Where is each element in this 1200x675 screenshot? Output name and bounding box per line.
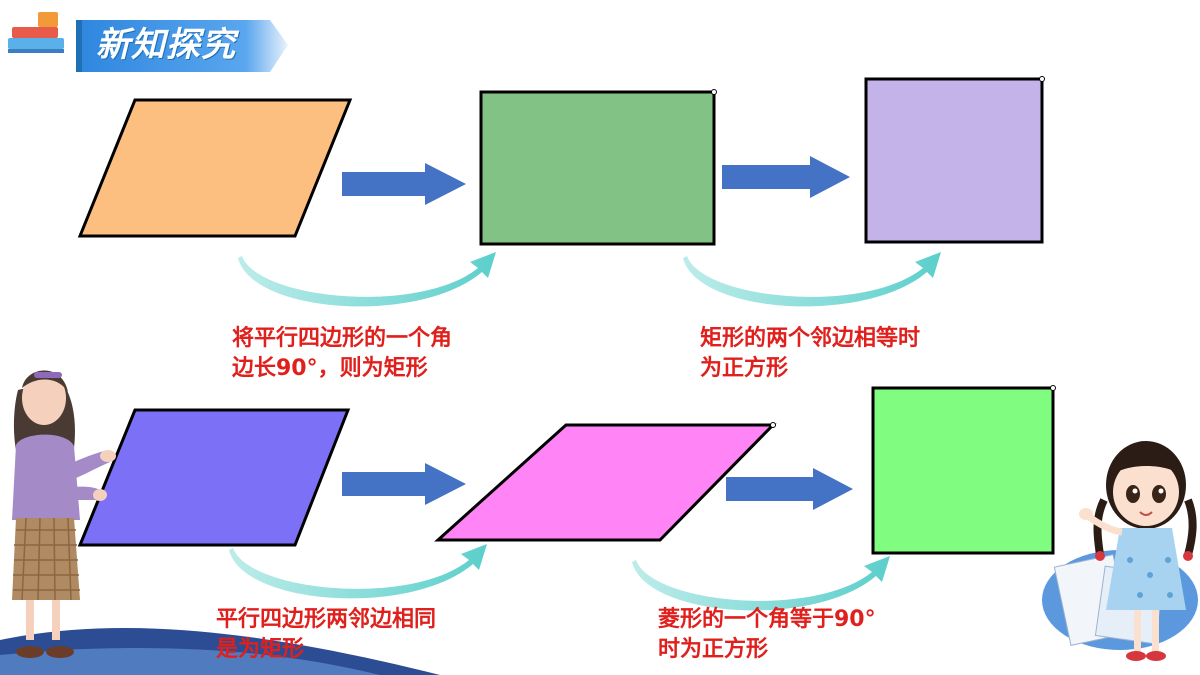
square-top [864, 77, 1044, 244]
caption-parallelogram-to-rhombus: 平行四边形两邻边相同 是为矩形 [216, 605, 436, 665]
caption-parallelogram-to-rectangle: 将平行四边形的一个角 边长90°，则为矩形 [232, 324, 452, 384]
curved-arrow-icon [229, 544, 487, 599]
arrow-right-icon [726, 468, 853, 510]
caption-rectangle-to-square: 矩形的两个邻边相等时 为正方形 [700, 324, 920, 384]
arrow-right-icon [342, 163, 466, 205]
girl-illustration [1042, 441, 1198, 661]
caption-line: 平行四边形两邻边相同 [216, 607, 437, 632]
caption-line: 菱形的一个角等于90° [658, 607, 876, 632]
curved-arrow-icon [632, 556, 890, 611]
caption-line: 时为正方形 [658, 637, 769, 662]
teacher-illustration [12, 370, 116, 658]
caption-line: 矩形的两个邻边相等时 [700, 326, 921, 351]
curved-arrow-icon [683, 252, 941, 307]
rectangle [479, 90, 716, 246]
page-title: 新知探究 [96, 25, 236, 65]
caption-line: 是为矩形 [216, 637, 305, 662]
parallelogram-top [77, 98, 353, 238]
header-banner [76, 20, 288, 72]
square-bottom [871, 386, 1055, 555]
rhombus [434, 423, 777, 542]
arrow-right-icon [342, 463, 466, 505]
caption-line: 为正方形 [700, 356, 789, 381]
arrow-right-icon [722, 156, 850, 198]
books-icon [8, 12, 64, 53]
caption-line: 边长90°，则为矩形 [232, 356, 428, 381]
caption-line: 将平行四边形的一个角 [232, 326, 453, 351]
caption-rhombus-to-square: 菱形的一个角等于90° 时为正方形 [658, 605, 876, 665]
curved-arrow-icon [238, 252, 496, 307]
parallelogram-bottom [77, 408, 351, 547]
